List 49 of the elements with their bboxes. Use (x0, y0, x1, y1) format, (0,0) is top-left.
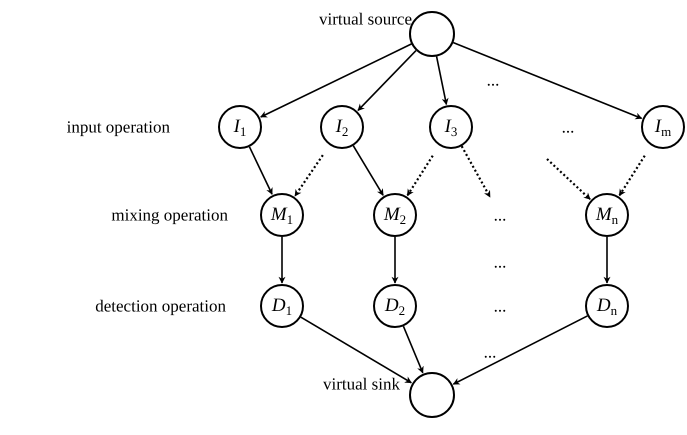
arrow (436, 56, 449, 106)
dotted-arrow (460, 146, 491, 198)
operation-node (429, 105, 473, 149)
ellipsis: ... (484, 344, 496, 360)
operation-node (260, 193, 304, 237)
row-label: detection operation (95, 298, 226, 314)
operation-node (373, 193, 417, 237)
node-caption: virtual sink (323, 376, 400, 392)
arrow (392, 237, 398, 284)
arrow (278, 237, 286, 284)
ellipsis: ... (494, 206, 506, 224)
operation-node (641, 105, 685, 149)
ellipsis: ... (494, 254, 506, 270)
arrow (352, 145, 384, 196)
dotted-arrow (294, 154, 324, 197)
arrow (300, 316, 412, 384)
ellipsis: ... (486, 72, 500, 88)
node-label: D$_{n}$ (596, 296, 618, 316)
arrow (453, 42, 642, 120)
terminal-node (409, 372, 455, 418)
operation-node (320, 105, 364, 149)
node-label: I$_{1}$ (234, 116, 246, 138)
node-caption: virtual source (319, 10, 412, 28)
node-label: I$_{2}$ (336, 116, 348, 138)
operation-node (373, 284, 417, 328)
dotted-arrow (618, 155, 646, 196)
node-label: I$_{3}$ (444, 116, 458, 138)
row-label: input operation (66, 118, 170, 136)
operation-node (218, 105, 262, 149)
operation-node (260, 284, 304, 328)
ellipsis: ... (562, 118, 574, 136)
arrow (402, 326, 424, 374)
ellipsis: ... (494, 298, 506, 314)
dotted-arrow (546, 158, 591, 200)
arrow (604, 237, 610, 284)
node-label: M$_{n}$ (596, 204, 618, 226)
arrow (260, 43, 412, 118)
node-label: M$_{2}$ (384, 204, 406, 226)
row-label: mixing operation (111, 206, 228, 224)
node-label: I$_{m}$ (654, 116, 672, 138)
node-label: D$_{1}$ (272, 296, 292, 316)
node-label: D$_{2}$ (384, 296, 406, 316)
arrow (452, 315, 588, 385)
dotted-arrow (406, 155, 434, 196)
arrow (357, 50, 417, 112)
operation-node (585, 193, 629, 237)
node-label: M$_{1}$ (270, 204, 294, 226)
arrow (248, 146, 273, 195)
operation-node (585, 284, 629, 328)
